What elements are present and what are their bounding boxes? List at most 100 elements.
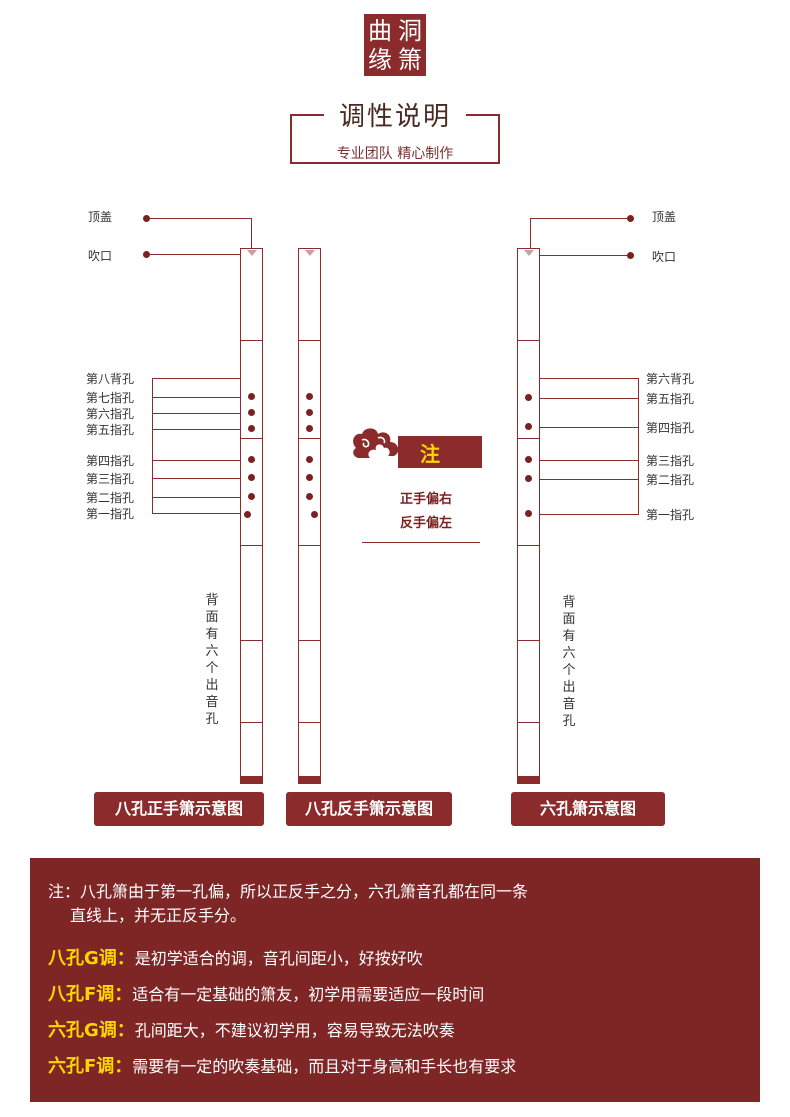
panel-item-key: 六孔G调： xyxy=(48,1020,135,1041)
note-divider xyxy=(362,542,480,543)
finger-hole xyxy=(306,425,313,432)
finger-hole xyxy=(248,393,255,400)
leader-line xyxy=(152,429,240,430)
label-top-cap-right: 顶盖 xyxy=(652,210,677,224)
pointer-line xyxy=(540,255,628,256)
hole-label: 第三指孔 xyxy=(646,454,695,468)
leader-line xyxy=(540,460,638,461)
info-panel: 注：八孔箫由于第一孔偏，所以正反手之分，六孔箫音孔都在同一条 直线上，并无正反手… xyxy=(30,858,760,1102)
leader-line xyxy=(540,479,638,480)
hole-label: 第六指孔 xyxy=(86,407,135,421)
leader-line xyxy=(152,478,240,479)
hole-label: 第五指孔 xyxy=(646,392,695,406)
joint-line xyxy=(517,545,540,546)
label-mouth-left: 吹口 xyxy=(88,249,113,263)
pointer-dot xyxy=(143,215,150,222)
leader-line xyxy=(152,397,240,398)
header-frame-right-h xyxy=(466,114,500,116)
leader-bracket xyxy=(638,378,639,515)
leader-bracket xyxy=(152,378,153,514)
panel-item-key: 八孔G调： xyxy=(48,948,135,969)
joint-line xyxy=(298,545,321,546)
hole-label: 第四指孔 xyxy=(86,454,135,468)
pointer-dot xyxy=(143,251,150,258)
finger-hole xyxy=(525,423,532,430)
xiao-end-cap xyxy=(517,776,540,784)
logo-char: 曲 xyxy=(368,17,392,45)
leader-line xyxy=(540,514,638,515)
header-frame-left-h xyxy=(290,114,324,116)
note-tag: 注 xyxy=(398,436,482,468)
panel-item-text: 需要有一定的吹奏基础，而且对于身高和手长也有要求 xyxy=(132,1057,517,1076)
leader-line xyxy=(152,413,240,414)
note-tag-label: 注 xyxy=(420,442,440,466)
mouth-notch-icon xyxy=(524,250,534,256)
joint-line xyxy=(240,640,263,641)
finger-hole xyxy=(525,394,532,401)
hole-label: 第三指孔 xyxy=(86,472,135,486)
panel-note-line-1: 注：八孔箫由于第一孔偏，所以正反手之分，六孔箫音孔都在同一条 xyxy=(48,882,529,901)
pointer-line xyxy=(150,218,252,219)
finger-hole xyxy=(248,456,255,463)
joint-line xyxy=(240,722,263,723)
pointer-line xyxy=(530,218,628,219)
xiao-end-cap xyxy=(298,776,321,784)
finger-hole xyxy=(525,510,532,517)
back-holes-note-right: 背面有六个出音孔 xyxy=(562,595,576,729)
finger-hole xyxy=(248,409,255,416)
panel-note-line-2: 直线上，并无正反手分。 xyxy=(70,906,247,925)
header-frame-right-v xyxy=(498,114,500,162)
joint-line xyxy=(517,722,540,723)
hole-label: 第六背孔 xyxy=(646,372,695,386)
caption-eight-right: 八孔正手箫示意图 xyxy=(94,792,264,826)
logo-char: 缘 xyxy=(368,46,392,74)
header-frame-left-v xyxy=(290,114,292,162)
joint-line xyxy=(240,340,263,341)
finger-hole xyxy=(306,393,313,400)
logo-char: 洞 xyxy=(398,17,422,45)
joint-line xyxy=(240,545,263,546)
finger-hole xyxy=(306,474,313,481)
leader-line xyxy=(152,460,240,461)
hole-label: 第二指孔 xyxy=(646,473,695,487)
caption-six: 六孔箫示意图 xyxy=(511,792,665,826)
page-subtitle: 专业团队 精心制作 xyxy=(336,146,454,162)
panel-item-key: 六孔F调： xyxy=(48,1056,133,1077)
joint-line xyxy=(517,340,540,341)
caption-eight-left-label: 八孔反手箫示意图 xyxy=(304,799,433,818)
pointer-line xyxy=(251,218,252,250)
joint-line xyxy=(517,438,540,439)
hole-label: 第七指孔 xyxy=(86,391,135,405)
finger-hole xyxy=(311,511,318,518)
label-top-cap-left: 顶盖 xyxy=(88,210,113,224)
panel-item: 八孔G调：是初学适合的调，音孔间距小，好按好吹 xyxy=(48,944,423,970)
logo-char: 箫 xyxy=(398,46,422,74)
leader-line xyxy=(540,398,638,399)
hole-label: 第一指孔 xyxy=(646,508,695,522)
finger-hole xyxy=(306,493,313,500)
finger-hole xyxy=(248,493,255,500)
panel-item: 八孔F调：适合有一定基础的箫友，初学用需要适应一段时间 xyxy=(48,980,484,1006)
leader-line xyxy=(540,378,638,379)
mouth-notch-icon xyxy=(305,250,315,256)
panel-item-text: 适合有一定基础的箫友，初学用需要适应一段时间 xyxy=(132,985,485,1004)
header-frame-bottom xyxy=(290,162,500,164)
panel-item-key: 八孔F调： xyxy=(48,984,133,1005)
finger-hole xyxy=(306,456,313,463)
caption-eight-right-label: 八孔正手箫示意图 xyxy=(114,799,243,818)
leader-line xyxy=(152,497,240,498)
note-line-2: 反手偏左 xyxy=(400,516,453,531)
joint-line xyxy=(517,640,540,641)
joint-line xyxy=(240,438,263,439)
finger-hole xyxy=(306,409,313,416)
caption-eight-left: 八孔反手箫示意图 xyxy=(286,792,452,826)
cloud-ornament-icon xyxy=(353,428,399,458)
pointer-dot xyxy=(627,215,634,222)
finger-hole xyxy=(248,425,255,432)
pointer-dot xyxy=(627,252,634,259)
finger-hole xyxy=(525,475,532,482)
hole-label: 第四指孔 xyxy=(646,421,695,435)
panel-item: 六孔G调：孔间距大，不建议初学用，容易导致无法吹奏 xyxy=(48,1016,455,1042)
hole-label: 第八背孔 xyxy=(86,372,135,386)
joint-line xyxy=(298,438,321,439)
